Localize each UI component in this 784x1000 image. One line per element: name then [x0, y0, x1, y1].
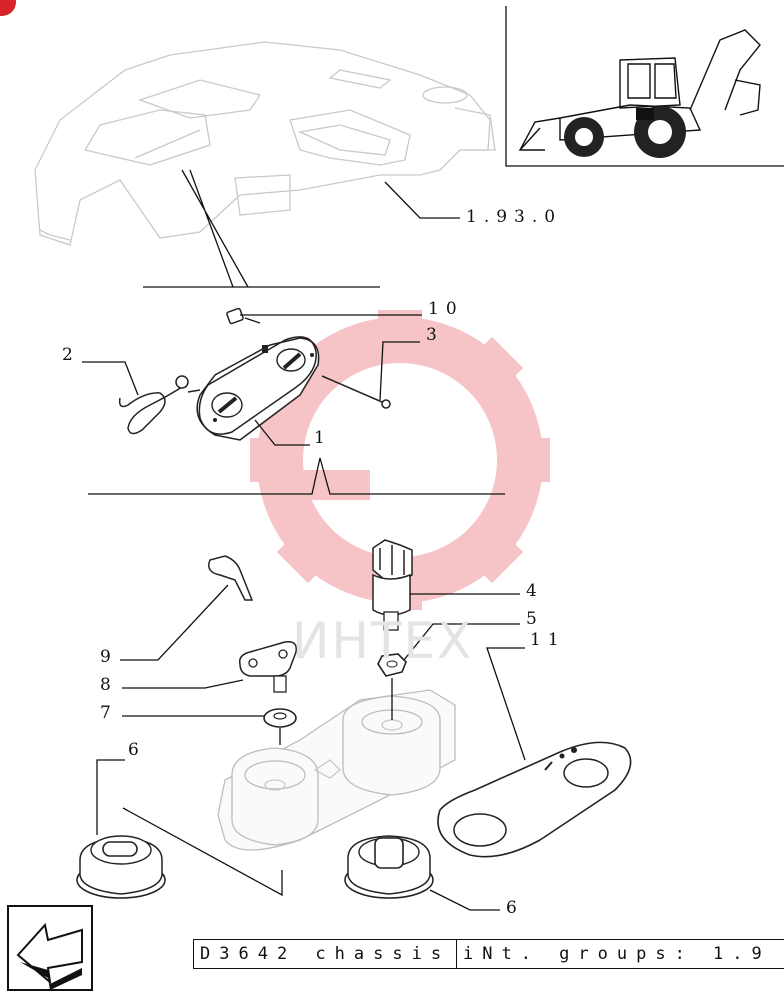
callout-3: 3 — [426, 325, 444, 345]
callout-9: 9 — [100, 647, 118, 667]
callout-6a: 6 — [128, 740, 146, 760]
callout-193: 1.93.0 — [466, 207, 562, 227]
cable-2 — [118, 375, 201, 435]
footer-code: D3642 chassis — [200, 944, 451, 964]
watermark-text: ИНТЕХ — [292, 612, 474, 670]
knob-6-left — [76, 835, 166, 899]
screw-3 — [321, 375, 383, 403]
chassis-casting — [34, 41, 496, 246]
footer-box: D3642 chassis iNt. groups: 1.9 — [193, 939, 784, 969]
gasket-11 — [437, 741, 632, 858]
panel-assembly — [196, 336, 320, 441]
callout-1: 1 — [314, 428, 332, 448]
back-arrow-icon[interactable] — [7, 905, 93, 991]
corner-marker — [0, 0, 16, 16]
leader-193 — [384, 181, 460, 219]
knob-6-right — [344, 835, 434, 899]
callout-10: 10 — [428, 299, 464, 319]
leader-cross — [181, 169, 249, 288]
callout-5: 5 — [526, 609, 544, 629]
footer-groups: iNt. groups: 1.9 — [456, 940, 784, 968]
switch-housing — [217, 689, 456, 851]
cam-8 — [238, 640, 298, 693]
callout-7: 7 — [100, 703, 118, 723]
callout-4: 4 — [526, 581, 544, 601]
callout-6b: 6 — [506, 898, 524, 918]
switch-4 — [372, 539, 413, 631]
bracket-9 — [208, 555, 254, 601]
callout-11: 11 — [530, 630, 566, 650]
callout-2: 2 — [62, 345, 80, 365]
machine-thumbnail — [505, 6, 784, 167]
callout-8: 8 — [100, 675, 118, 695]
